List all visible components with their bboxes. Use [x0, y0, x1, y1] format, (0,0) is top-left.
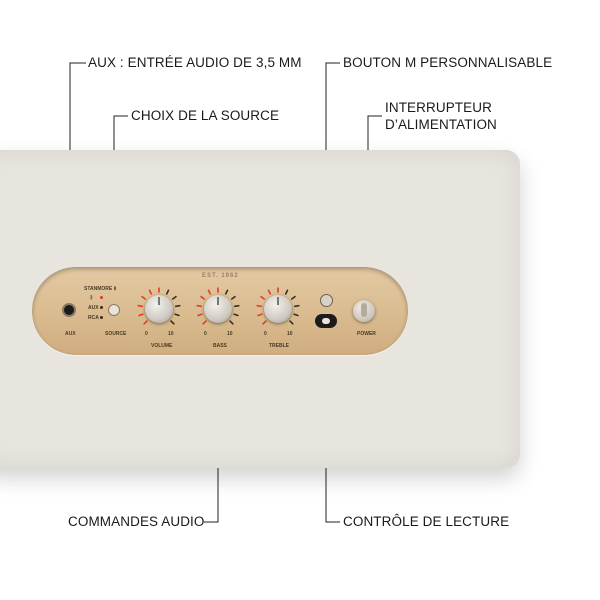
callout-aux: AUX : ENTRÉE AUDIO DE 3,5 MM [88, 55, 302, 70]
knob-led-tick [290, 295, 296, 300]
bass-max: 10 [227, 331, 233, 337]
knob-led-tick [289, 320, 294, 325]
knob-led-tick [197, 313, 203, 317]
callout-playback: CONTRÔLE DE LECTURE [343, 514, 510, 529]
source-button[interactable] [108, 304, 120, 316]
knob-led-tick [257, 313, 263, 317]
source-led-bt [100, 296, 103, 299]
knob-led-tick [262, 320, 267, 325]
knob-led-tick [256, 304, 263, 308]
volume-min: 0 [145, 331, 148, 337]
bass-min: 0 [204, 331, 207, 337]
knob-led-tick [230, 295, 236, 300]
playback-toggle-icon[interactable] [315, 314, 337, 328]
treble-label: TREBLE [269, 343, 289, 349]
callout-power-line2: D’ALIMENTATION [385, 117, 497, 132]
power-toggle-icon[interactable] [353, 300, 375, 322]
knob-led-rings [137, 287, 300, 325]
callout-m-button: BOUTON M PERSONNALISABLE [343, 55, 553, 70]
treble-knob-icon[interactable] [264, 295, 292, 323]
source-rca-label: RCA [88, 315, 99, 321]
est-label: EST. 1962 [202, 273, 239, 279]
knob-led-tick [200, 295, 206, 300]
callout-source: CHOIX DE LA SOURCE [131, 108, 280, 123]
volume-knob-icon[interactable] [145, 295, 173, 323]
knob-led-tick [260, 295, 266, 300]
knob-led-tick [207, 289, 212, 295]
knob-led-tick [233, 304, 240, 308]
aux-label: AUX [65, 331, 76, 337]
volume-label: VOLUME [151, 343, 173, 349]
model-label: STANMORE Ⅱ [84, 286, 117, 292]
aux-jack-icon[interactable] [64, 305, 74, 315]
knob-led-tick [196, 304, 203, 308]
knob-led-tick [284, 289, 289, 295]
source-led-rca [100, 316, 103, 319]
knob-led-tick [174, 313, 180, 317]
knob-led-tick [138, 313, 144, 317]
callout-audio-controls: COMMANDES AUDIO [68, 514, 205, 529]
bass-label: BASS [213, 343, 227, 349]
knob-led-tick [202, 320, 207, 325]
power-label: POWER [357, 331, 376, 337]
knob-led-tick [293, 304, 300, 308]
knob-led-tick [170, 320, 175, 325]
volume-max: 10 [168, 331, 174, 337]
treble-max: 10 [287, 331, 293, 337]
knob-led-tick [148, 289, 153, 295]
knob-led-tick [165, 289, 170, 295]
knob-led-tick [174, 304, 181, 308]
source-bt-label: ᛒ [90, 295, 94, 301]
source-aux-label: AUX [88, 305, 99, 311]
source-led-aux [100, 306, 103, 309]
knob-led-tick [141, 295, 147, 300]
callout-power-line1: INTERRUPTEUR [385, 100, 492, 115]
knob-led-tick [233, 313, 239, 317]
knob-led-tick [229, 320, 234, 325]
control-panel: EST. 1962 STANMORE Ⅱ AUX ᛒ AUX RCA SOURC… [32, 267, 408, 355]
knob-led-tick [293, 313, 299, 317]
knob-led-tick [171, 295, 177, 300]
knob-led-tick [137, 304, 144, 308]
knob-led-tick [267, 289, 272, 295]
source-label: SOURCE [105, 331, 127, 337]
bass-knob-icon[interactable] [204, 295, 232, 323]
treble-min: 0 [264, 331, 267, 337]
knob-led-tick [224, 289, 229, 295]
knob-led-tick [143, 320, 148, 325]
m-button[interactable] [320, 294, 333, 307]
